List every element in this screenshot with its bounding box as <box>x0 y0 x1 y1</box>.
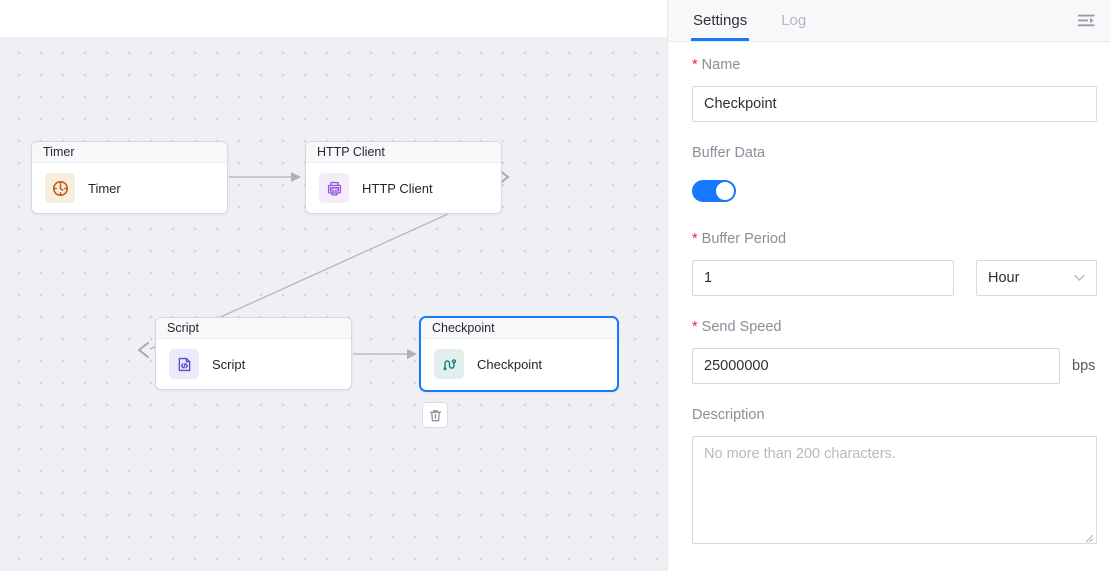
buffer-data-field: Buffer Data <box>692 145 1097 202</box>
clock-icon <box>45 173 75 203</box>
tab-settings[interactable]: Settings <box>691 0 750 41</box>
canvas-dot-grid <box>0 37 667 571</box>
buffer-period-unit-select[interactable]: Hour <box>976 260 1097 296</box>
node-title: Timer <box>32 142 227 163</box>
toggle-knob <box>716 182 734 200</box>
buffer-period-label: Buffer Period <box>701 231 787 247</box>
route-icon <box>434 349 464 379</box>
node-label: HTTP Client <box>362 180 433 196</box>
buffer-period-input[interactable] <box>692 260 954 296</box>
collapse-panel-button[interactable] <box>1077 0 1096 41</box>
flow-canvas[interactable]: Timer Timer HTTP Client <box>0 0 667 571</box>
buffer-data-toggle[interactable] <box>692 180 736 202</box>
node-label: Timer <box>88 180 121 196</box>
node-title: HTTP Client <box>306 142 501 163</box>
resize-handle-icon[interactable] <box>1084 533 1094 543</box>
node-timer[interactable]: Timer Timer <box>31 141 228 214</box>
edge-script-to-checkpoint <box>353 349 417 359</box>
node-title: Script <box>156 318 351 339</box>
code-file-icon <box>169 349 199 379</box>
name-field: *Name <box>692 57 1097 122</box>
settings-form: *Name Buffer Data *Buffer Period <box>668 42 1110 571</box>
required-asterisk: * <box>692 319 698 335</box>
buffer-period-field: *Buffer Period Hour <box>692 231 1097 296</box>
description-textarea[interactable] <box>692 436 1097 544</box>
chevron-down-icon <box>1074 274 1085 282</box>
edges-layer <box>138 169 509 359</box>
arrowhead-left-icon <box>138 342 149 358</box>
send-speed-unit: bps <box>1072 358 1096 374</box>
node-script[interactable]: Script Script <box>155 317 352 390</box>
node-label: Checkpoint <box>477 356 543 372</box>
svg-text:HTTP: HTTP <box>330 187 337 191</box>
http-printer-icon: HTTP <box>319 173 349 203</box>
selected-unit: Hour <box>988 270 1020 286</box>
name-input[interactable] <box>692 86 1097 122</box>
node-title: Checkpoint <box>421 318 617 339</box>
tab-log[interactable]: Log <box>781 12 807 29</box>
http-output-port-icon[interactable] <box>498 169 509 185</box>
edge-timer-to-http <box>229 172 301 182</box>
delete-node-button[interactable] <box>422 402 448 428</box>
send-speed-label: Send Speed <box>701 319 782 335</box>
send-speed-input[interactable] <box>692 348 1060 384</box>
required-asterisk: * <box>692 57 698 73</box>
description-label: Description <box>692 407 765 423</box>
node-checkpoint[interactable]: Checkpoint Checkpoint <box>419 316 619 392</box>
node-label: Script <box>212 356 246 372</box>
settings-panel: Settings Log *Name <box>667 0 1110 571</box>
trash-icon <box>428 408 443 423</box>
send-speed-field: *Send Speed bps <box>692 319 1097 384</box>
name-label: Name <box>701 57 741 73</box>
node-http-client[interactable]: HTTP Client HTTP HTTP Client <box>305 141 502 214</box>
menu-unfold-icon <box>1077 12 1096 29</box>
description-field: Description <box>692 407 1097 549</box>
panel-tabbar: Settings Log <box>668 0 1110 42</box>
required-asterisk: * <box>692 231 698 247</box>
buffer-data-label: Buffer Data <box>692 145 766 161</box>
